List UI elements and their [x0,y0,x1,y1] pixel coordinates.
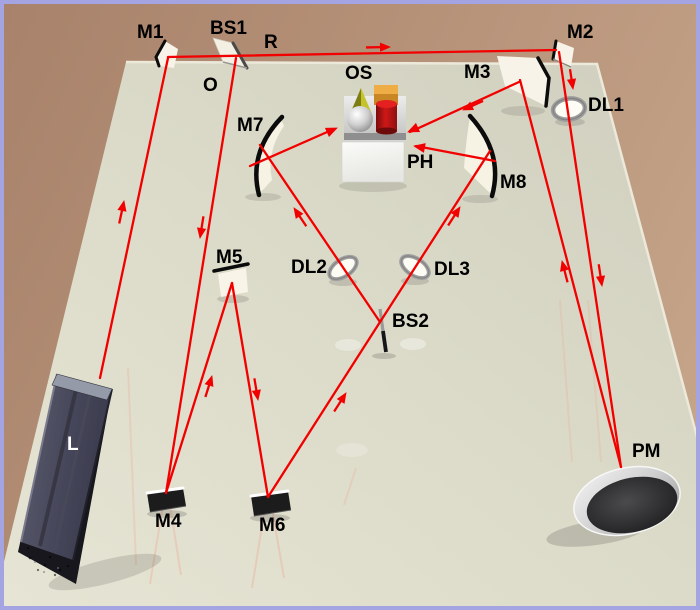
label-bs1: BS1 [210,18,247,39]
sample-platform-os [344,85,406,142]
laser-beams [98,48,623,499]
label-bs2: BS2 [392,311,429,332]
arrow-dl1-pm [595,264,606,287]
arrow-m2-dl1 [566,69,577,90]
arrow-m4-m5 [204,375,214,398]
label-os: OS [345,63,373,84]
label-ph: PH [407,152,434,173]
beam-l-to-m1 [98,56,170,380]
arrow-up-left-beam [117,200,127,224]
label-m5: M5 [216,247,243,268]
label-m4: M4 [155,511,182,532]
beam-bs2-to-m8 [378,149,492,324]
arrow-bs2-m7 [293,207,308,227]
label-m2: M2 [567,22,594,43]
beam-m6-to-bs2 [266,320,382,499]
table-glints [335,338,426,457]
label-pm: PM [632,441,661,462]
label-m7: M7 [237,115,264,136]
label-m8: M8 [500,172,527,193]
beam-bs2-to-m7 [258,143,382,324]
label-dl1: DL1 [588,95,624,116]
mirror-m4 [145,486,187,513]
beam-bs1-to-m4 [164,56,238,495]
beam-m3-to-ph [408,80,521,134]
label-l: L [67,434,79,455]
beam-m8-to-ph [414,144,497,163]
beam-m4-to-m5 [164,281,234,495]
arrowhead-m8-ph [413,143,426,153]
arrow-r-beam [365,42,391,52]
table-edge-highlight [125,60,700,449]
mirror-m1 [154,39,178,68]
arrow-bs2-m8 [447,206,461,227]
optical-table [0,62,700,610]
detector-pm [573,465,681,537]
laser-box [18,373,113,584]
sample-sphere [347,106,373,132]
arrow-pm-m3 [560,260,569,283]
arrow-bs1-m4 [197,216,207,239]
beam-reflections [127,299,602,589]
beam-m7-to-os [248,127,336,168]
mirror-m3 [497,56,551,108]
beam-m1-to-m2 [166,48,558,59]
mirror-m8 [464,113,498,199]
sample-cube [374,85,398,105]
beam-m2-to-pm [557,50,623,469]
beam-arrows [117,42,606,413]
beam-pm-to-m3 [518,78,623,469]
label-r: R [264,32,278,53]
arrowhead-m3-ph [407,122,421,133]
label-m6: M6 [259,515,286,536]
label-dl2: DL2 [291,257,327,278]
beam-m5-to-m6 [230,281,270,499]
label-m1: M1 [137,22,164,43]
laser-top-cap [51,373,113,401]
arrow-m3-ph [462,99,484,111]
sample-cylinder [376,100,397,135]
arrow-m6-bs2 [333,392,347,413]
label-o: O [203,75,218,96]
label-m3: M3 [464,62,491,83]
arrowhead-m7-os [324,127,338,138]
lens-dl1 [550,96,588,122]
sample-holder-ph [341,141,405,183]
arrow-m5-m6 [251,378,261,401]
label-dl3: DL3 [434,259,470,280]
